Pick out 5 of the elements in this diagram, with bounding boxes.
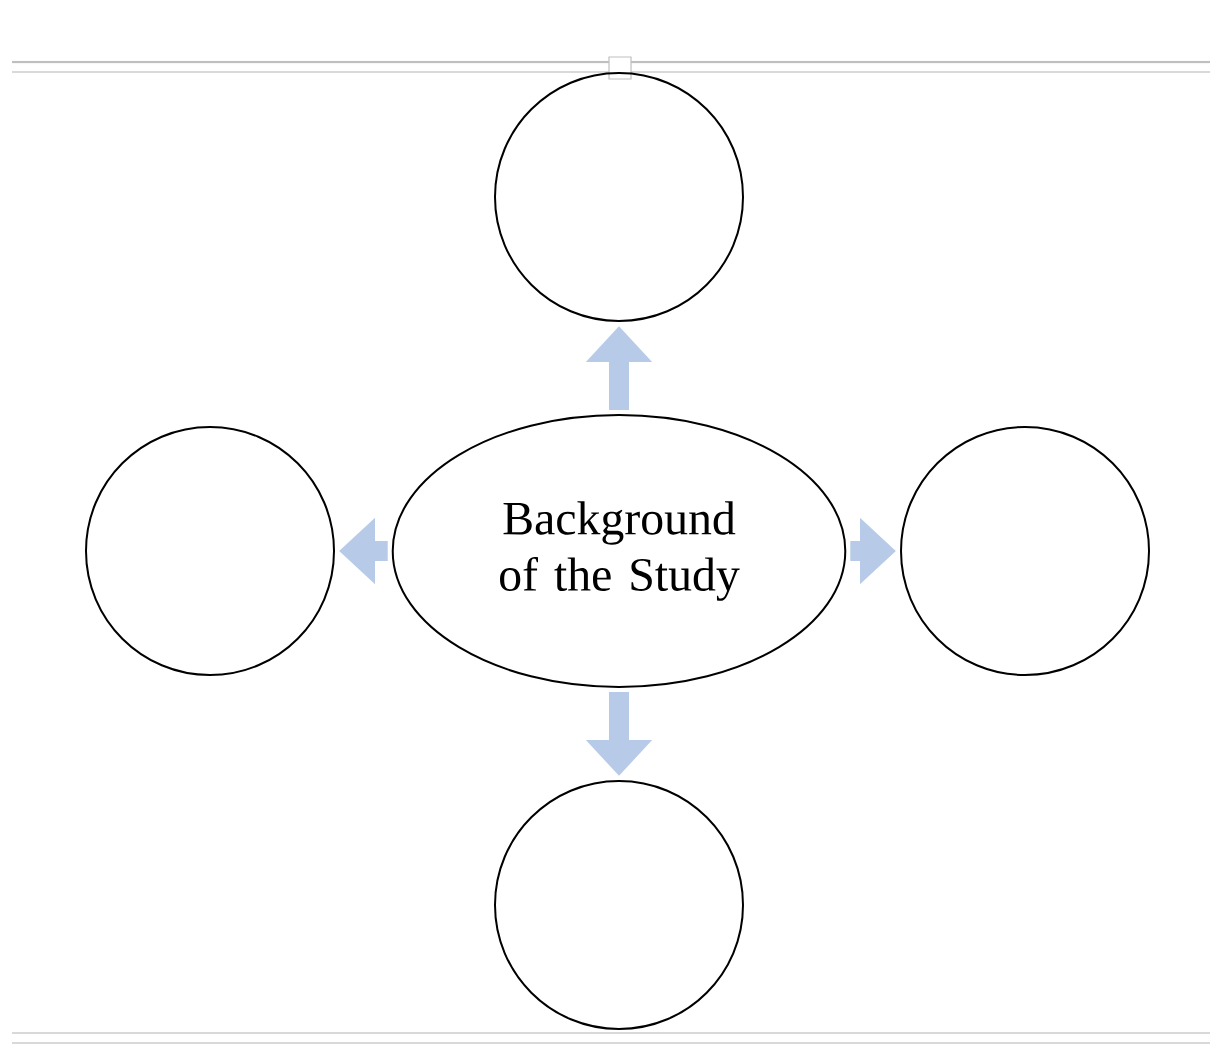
circle-node xyxy=(900,426,1150,676)
ellipse-node: Background of the Study xyxy=(391,414,847,688)
circle-node xyxy=(85,426,335,676)
circle-node xyxy=(494,72,744,322)
circle-node xyxy=(494,780,744,1030)
